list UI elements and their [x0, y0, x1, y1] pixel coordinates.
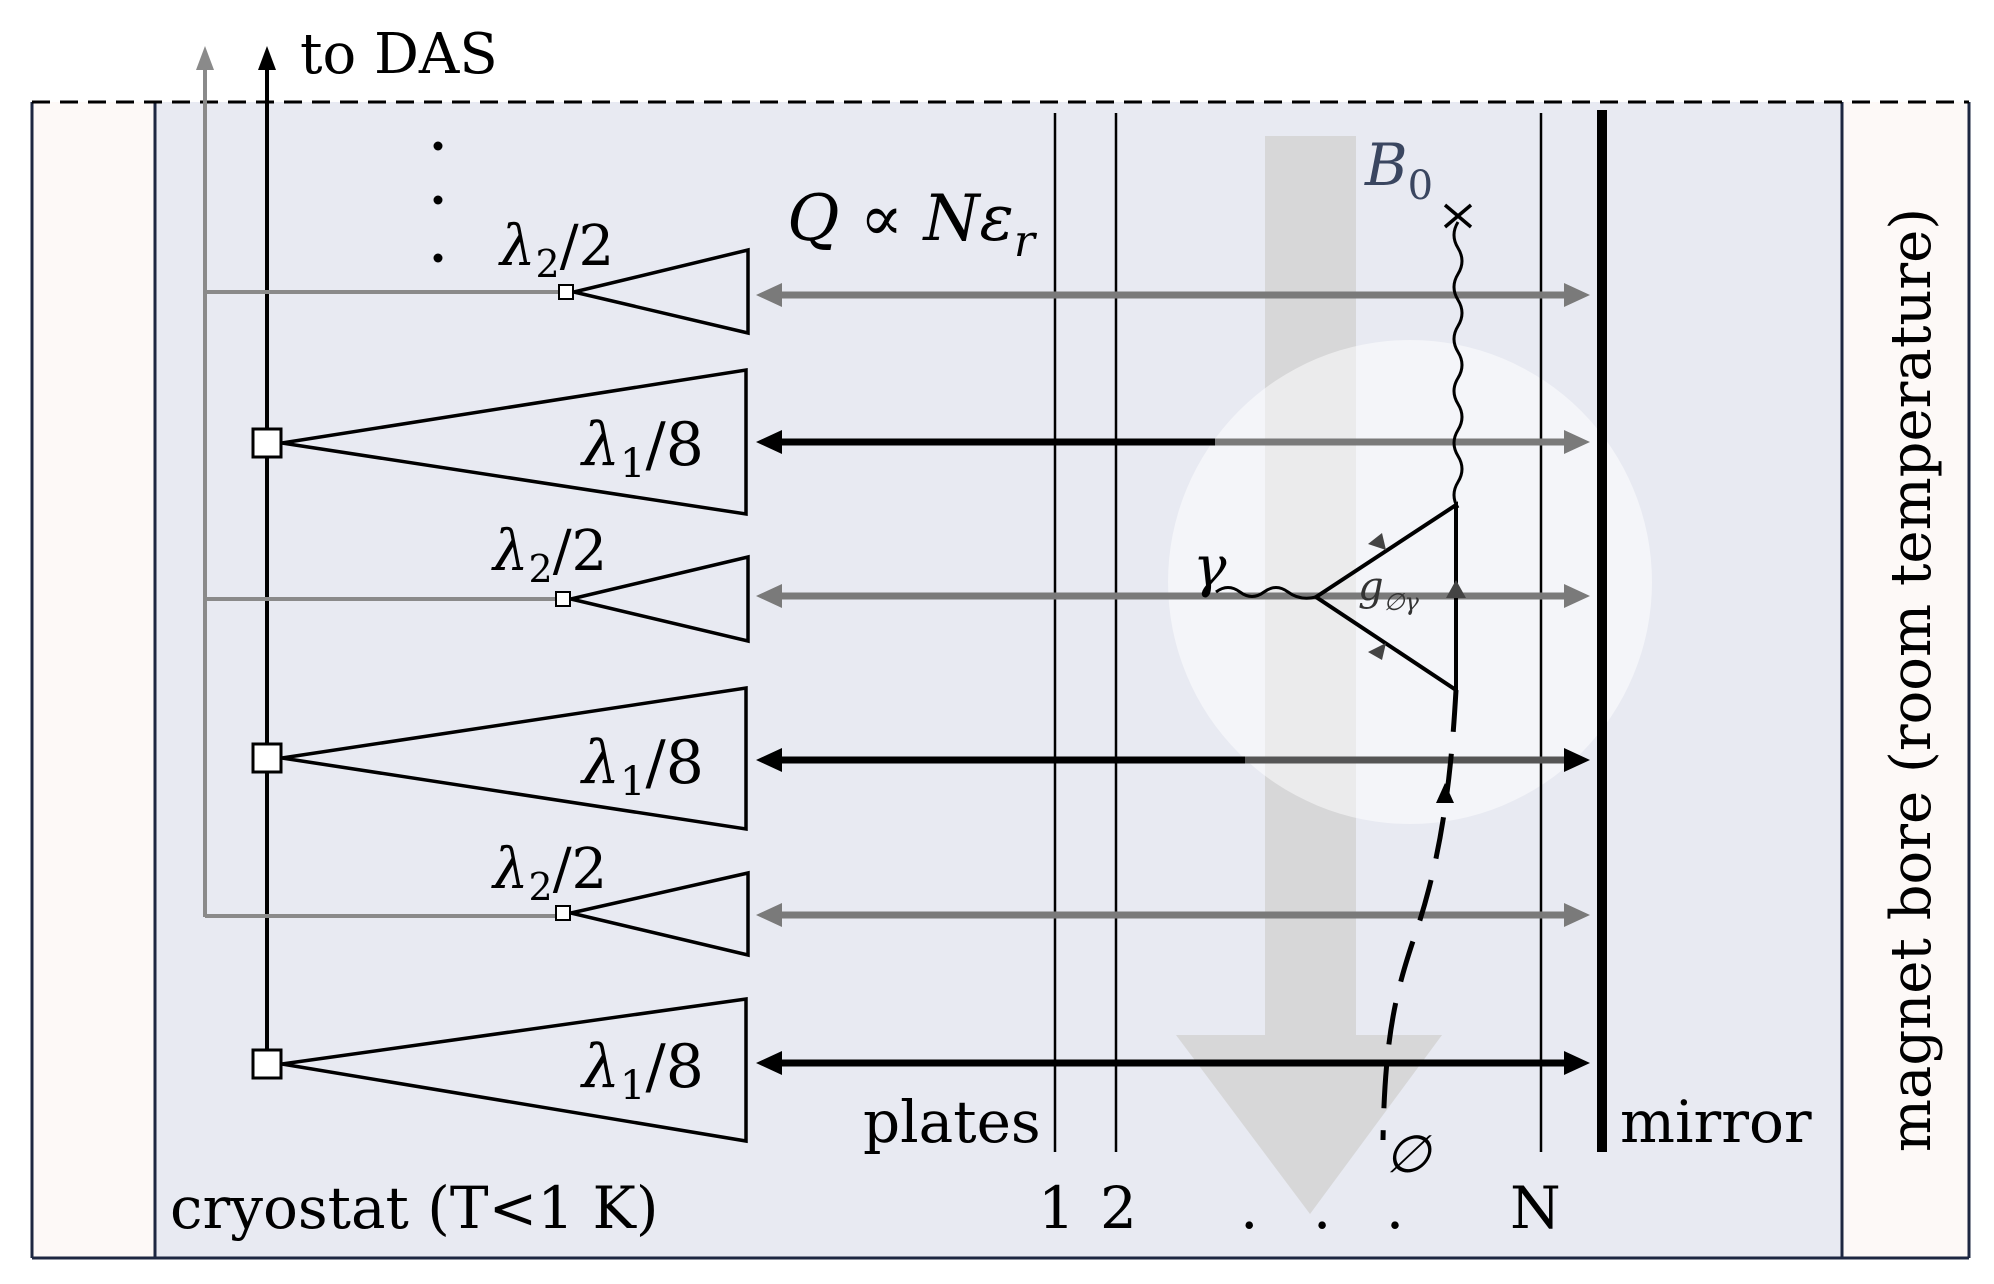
gamma-label: γ — [1193, 535, 1227, 600]
lambda2-label-2: λ2/2 — [491, 519, 607, 591]
mirror-label: mirror — [1620, 1088, 1812, 1156]
triangle-arrow-3 — [1368, 643, 1386, 660]
beam-black-2 — [756, 748, 1590, 772]
beam-gray-3 — [756, 903, 1590, 927]
horn-lambda2-2 — [205, 554, 750, 644]
beam-gray-2 — [756, 584, 1590, 608]
plate-n-label: N — [1510, 1174, 1561, 1242]
lambda1-label-1: λ1/8 — [580, 410, 704, 487]
plates-label: plates — [863, 1088, 1041, 1156]
lambda1-label-3: λ1/8 — [580, 1032, 704, 1109]
axion-line — [1380, 689, 1459, 1141]
cryostat-label: cryostat (T<1 K) — [170, 1174, 659, 1242]
horn-lambda2-1 — [205, 247, 750, 336]
das-gray-arrowhead — [196, 46, 214, 70]
plate-1-label: 1 — [1038, 1174, 1075, 1242]
beam-gray-1 — [756, 283, 1590, 307]
photon-line — [1215, 586, 1317, 600]
b0-label: B0 — [1364, 131, 1433, 209]
lambda1-label-2: λ1/8 — [580, 728, 704, 805]
coupling-label: g∅γ — [1358, 564, 1420, 616]
plate-ellipsis: . . . — [1240, 1174, 1422, 1242]
horn-lambda1-3 — [251, 996, 748, 1144]
lambda2-label-3: λ2/2 — [491, 837, 607, 909]
horn-lambda1-1 — [251, 367, 748, 517]
axion-label: ∅ — [1385, 1125, 1433, 1185]
b0-cross-icon — [1443, 203, 1473, 229]
b0-field-line — [1452, 221, 1464, 509]
horn-lambda2-3 — [205, 870, 750, 958]
triangle-arrow-1 — [1368, 533, 1386, 550]
lambda2-label-1: λ2/2 — [498, 214, 614, 286]
q-formula: Q ∝ Nεr — [787, 182, 1038, 267]
to-das-label: to DAS — [300, 22, 498, 87]
interaction-glow — [1168, 340, 1652, 824]
horn-lambda1-2 — [251, 685, 748, 832]
triangle-arrow-2 — [1446, 580, 1466, 598]
vertical-ellipsis — [433, 141, 443, 263]
beam-black-1 — [756, 430, 1590, 454]
das-black-arrowhead — [258, 46, 276, 70]
plate-2-label: 2 — [1100, 1174, 1137, 1242]
axion-arrow — [1436, 783, 1454, 803]
magnet-bore-label: magnet bore (room temperature) — [1879, 208, 1944, 1152]
beam-black-3 — [756, 1051, 1590, 1075]
